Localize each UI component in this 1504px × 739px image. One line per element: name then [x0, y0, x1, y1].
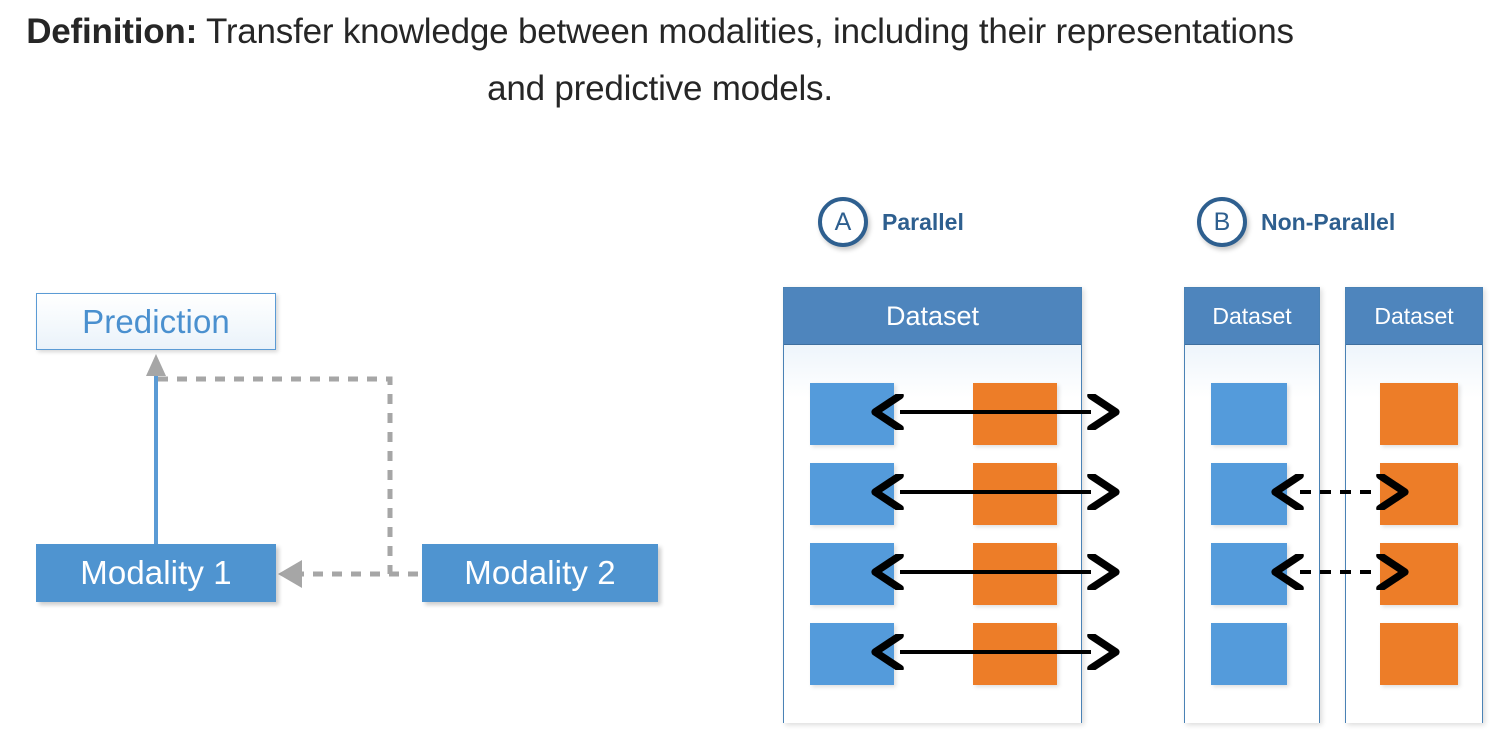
modality-1-box[interactable]: Modality 1 [36, 544, 276, 602]
definition-text: Transfer knowledge between modalities, i… [197, 12, 1294, 108]
data-item-orange[interactable] [1380, 383, 1458, 445]
data-item-blue[interactable] [810, 543, 894, 605]
definition-heading: Definition: Transfer knowledge between m… [0, 4, 1320, 117]
dataset-panel-nonparallel-right: Dataset [1345, 287, 1483, 723]
data-item-blue[interactable] [810, 623, 894, 685]
panel-a-header: A Parallel [818, 197, 964, 247]
badge-b-icon: B [1197, 197, 1247, 247]
panels-area: A Parallel B Non-Parallel Dataset Datase… [760, 180, 1504, 739]
data-item-orange[interactable] [1380, 543, 1458, 605]
data-item-blue[interactable] [1211, 463, 1287, 525]
data-item-orange[interactable] [973, 383, 1057, 445]
panel-b-label: Non-Parallel [1261, 208, 1396, 235]
left-diagram-edges [146, 354, 418, 588]
data-item-orange[interactable] [973, 463, 1057, 525]
data-item-orange[interactable] [1380, 623, 1458, 685]
data-item-blue[interactable] [1211, 383, 1287, 445]
left-diagram: Prediction Modality 1 Modality 2 [0, 150, 720, 630]
dataset-title: Dataset [784, 288, 1081, 345]
data-item-blue[interactable] [810, 383, 894, 445]
badge-a-icon: A [818, 197, 868, 247]
badge-a-letter: A [834, 207, 852, 236]
panel-b-header: B Non-Parallel [1197, 197, 1395, 247]
edge-modality2-to-prediction [158, 376, 393, 574]
dataset-body [784, 345, 1081, 723]
definition-lead: Definition: [26, 12, 198, 51]
modality-2-label: Modality 2 [464, 554, 616, 591]
data-item-blue[interactable] [1211, 543, 1287, 605]
dataset-body [1185, 345, 1319, 723]
badge-b-letter: B [1213, 207, 1231, 236]
dataset-body [1346, 345, 1482, 723]
dataset-title: Dataset [1185, 288, 1319, 345]
data-item-orange[interactable] [1380, 463, 1458, 525]
dataset-panel-parallel: Dataset [783, 287, 1082, 723]
data-item-orange[interactable] [973, 543, 1057, 605]
modality-2-box[interactable]: Modality 2 [422, 544, 658, 602]
dataset-title: Dataset [1346, 288, 1482, 345]
dataset-panel-nonparallel-left: Dataset [1184, 287, 1320, 723]
data-item-orange[interactable] [973, 623, 1057, 685]
edge-modality1-to-prediction [146, 354, 166, 544]
modality-1-label: Modality 1 [80, 554, 232, 591]
data-item-blue[interactable] [1211, 623, 1287, 685]
prediction-box[interactable]: Prediction [36, 293, 276, 350]
edge-modality2-to-modality1 [278, 560, 418, 588]
data-item-blue[interactable] [810, 463, 894, 525]
prediction-label: Prediction [82, 302, 230, 340]
panel-a-label: Parallel [882, 208, 964, 235]
